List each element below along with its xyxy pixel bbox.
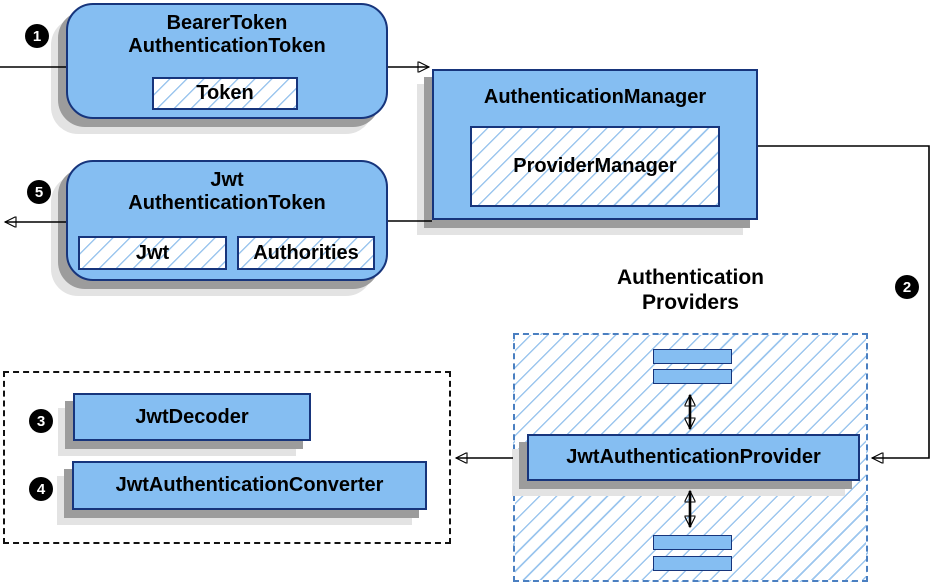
provider-placeholder-bar — [653, 369, 732, 384]
jwt-token-title: Jwt AuthenticationToken — [68, 162, 386, 215]
provider-placeholder-bar — [653, 349, 732, 364]
authentication-providers-label-line1: Authentication — [617, 266, 764, 289]
provider-placeholder-bar — [653, 556, 732, 571]
authentication-manager-node: AuthenticationManager ProviderManager — [432, 69, 758, 220]
jwt-tools-group: JwtDecoder JwtAuthenticationConverter — [3, 371, 451, 544]
jwt-authentication-provider-node: JwtAuthenticationProvider — [527, 434, 860, 481]
authorities-field: Authorities — [237, 236, 375, 270]
step-3-badge: 3 — [29, 409, 53, 433]
jwt-decoder-node: JwtDecoder — [73, 393, 311, 441]
jwt-token-title-line2: AuthenticationToken — [128, 192, 326, 214]
jwt-token-title-line1: Jwt — [210, 169, 244, 191]
step-4-badge: 4 — [29, 477, 53, 501]
bearer-token-title-line2: AuthenticationToken — [128, 35, 326, 57]
authentication-providers-label: Authentication Providers — [513, 265, 868, 315]
jwt-authentication-converter-node: JwtAuthenticationConverter — [72, 461, 427, 510]
provider-manager-field: ProviderManager — [470, 126, 720, 207]
authentication-manager-title: AuthenticationManager — [483, 86, 707, 108]
step-1-badge: 1 — [25, 24, 49, 48]
bearer-token-title-line1: BearerToken — [166, 12, 288, 34]
bearer-token-authentication-token-node: BearerToken AuthenticationToken Token — [66, 3, 388, 119]
provider-placeholder-bar — [653, 535, 732, 550]
jwt-field: Jwt — [78, 236, 227, 270]
token-field: Token — [152, 77, 298, 110]
step-5-badge: 5 — [27, 180, 51, 204]
authentication-providers-label-line2: Providers — [642, 291, 739, 314]
step-2-badge: 2 — [895, 275, 919, 299]
jwt-authentication-token-node: Jwt AuthenticationToken Jwt Authorities — [66, 160, 388, 281]
bearer-token-title: BearerToken AuthenticationToken — [68, 5, 386, 58]
